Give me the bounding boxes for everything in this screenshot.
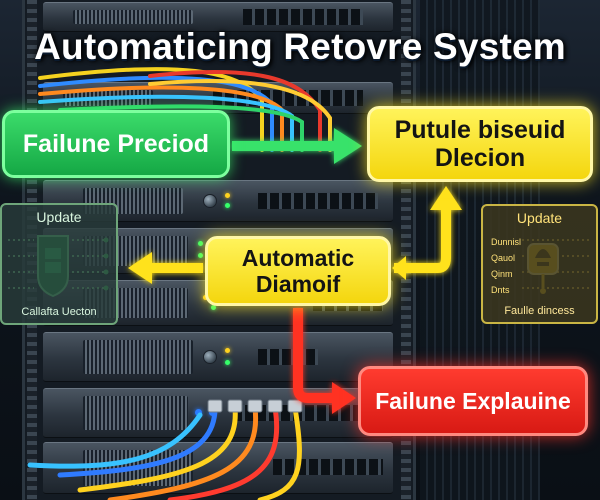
automatic-diagnosis-line2: Diamoif bbox=[255, 271, 341, 297]
diagram-title: Automaticing Retovre System bbox=[34, 26, 566, 67]
update-panel-right-row: Qinm bbox=[491, 269, 513, 279]
arrow-automatic-to-decision bbox=[394, 208, 451, 273]
arrow-automatic-to-explain bbox=[293, 308, 336, 403]
update-panel-right-title: Update bbox=[516, 210, 563, 226]
failure-prediction-box: Failune Preciod bbox=[2, 110, 230, 178]
arrow-head-left-yellow bbox=[128, 252, 152, 284]
update-panel-right-footer: Faulle dincess bbox=[504, 305, 575, 317]
cable-connectors bbox=[207, 399, 303, 413]
predictive-decision-line2: Dlecion bbox=[434, 144, 526, 172]
cables-top bbox=[38, 67, 332, 152]
update-panel-left-title: Update bbox=[36, 209, 82, 225]
server-unit bbox=[43, 180, 393, 222]
predictive-decision-line1: Putule biseuid bbox=[394, 116, 566, 144]
update-panel-left-footer: Callafta Uecton bbox=[21, 306, 97, 318]
rack-rail-right bbox=[401, 0, 411, 500]
server-unit bbox=[43, 332, 393, 382]
failure-explanation-label: Failune Explauine bbox=[375, 387, 571, 414]
cables-bottom bbox=[27, 405, 302, 500]
server-unit bbox=[43, 2, 393, 32]
automatic-diagnosis-box: Automatic Diamoif bbox=[205, 236, 391, 306]
arrow-head-right-green bbox=[334, 128, 362, 164]
arrow-head-left-yellow-small bbox=[392, 256, 406, 280]
update-panel-right: Update Dunnisl Qauol Qinm Dnts Faulle di… bbox=[481, 204, 598, 324]
update-panel-left: Update Callafta Uecton bbox=[0, 203, 118, 325]
automatic-diagnosis-line1: Automatic bbox=[241, 245, 355, 271]
update-panel-right-row: Dunnisl bbox=[491, 237, 522, 247]
arrow-head-right-red bbox=[332, 382, 356, 414]
failure-explanation-box: Failune Explauine bbox=[358, 366, 588, 436]
arrow-head-up-yellow bbox=[430, 186, 462, 210]
update-panel-right-row: Qauol bbox=[491, 253, 516, 263]
predictive-decision-box: Putule biseuid Dlecion bbox=[367, 106, 593, 182]
update-panel-right-row: Dnts bbox=[491, 285, 510, 295]
failure-prediction-label: Failune Preciod bbox=[22, 129, 210, 158]
